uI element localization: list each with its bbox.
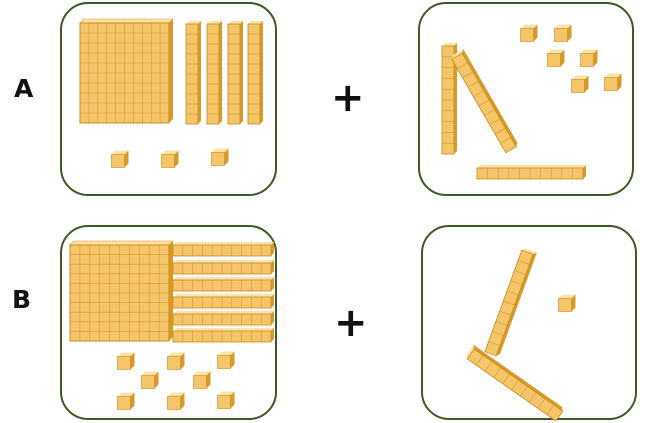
hundred-flat xyxy=(80,19,173,123)
unit-cube xyxy=(605,74,622,91)
unit-cube xyxy=(118,393,135,410)
unit-cube xyxy=(218,392,235,409)
base-ten-blocks-a-left xyxy=(62,4,279,198)
card-a-left xyxy=(60,2,277,196)
unit-cube xyxy=(212,149,229,166)
row-label-b: B xyxy=(12,285,31,314)
unit-cube xyxy=(118,353,135,370)
ten-rod xyxy=(248,21,263,124)
unit-cube xyxy=(559,295,576,312)
unit-cube xyxy=(162,151,179,168)
card-b-right xyxy=(421,225,637,420)
ten-rod xyxy=(207,21,222,124)
ten-rod xyxy=(173,328,274,342)
unit-cube xyxy=(142,372,159,389)
unit-cube xyxy=(168,393,185,410)
base-ten-blocks-b-right xyxy=(423,227,639,422)
ten-rod xyxy=(450,49,518,153)
unit-cube xyxy=(168,353,185,370)
unit-cube xyxy=(112,151,129,168)
ten-rod xyxy=(465,345,565,421)
ten-rod xyxy=(477,165,586,179)
unit-cube xyxy=(555,25,572,42)
base-ten-blocks-b-left xyxy=(62,227,279,422)
base-ten-blocks-a-right xyxy=(420,4,636,198)
plus-sign-a: + xyxy=(331,78,365,118)
unit-cube xyxy=(581,50,598,67)
plus-sign-b: + xyxy=(334,303,368,343)
unit-cube xyxy=(218,352,235,369)
card-b-left xyxy=(60,225,277,420)
ten-rod xyxy=(173,294,274,308)
unit-cube xyxy=(194,372,211,389)
ten-rod xyxy=(173,311,274,325)
ten-rod xyxy=(485,247,537,356)
ten-rod xyxy=(228,21,243,124)
unit-cube xyxy=(548,50,565,67)
ten-rod xyxy=(173,277,274,291)
ten-rod xyxy=(173,260,274,274)
unit-cube xyxy=(521,25,538,42)
hundred-flat xyxy=(70,241,173,341)
ten-rod xyxy=(173,242,274,256)
row-label-a: A xyxy=(14,74,33,103)
ten-rod xyxy=(186,21,201,124)
card-a-right xyxy=(418,2,634,196)
unit-cube xyxy=(572,76,589,93)
